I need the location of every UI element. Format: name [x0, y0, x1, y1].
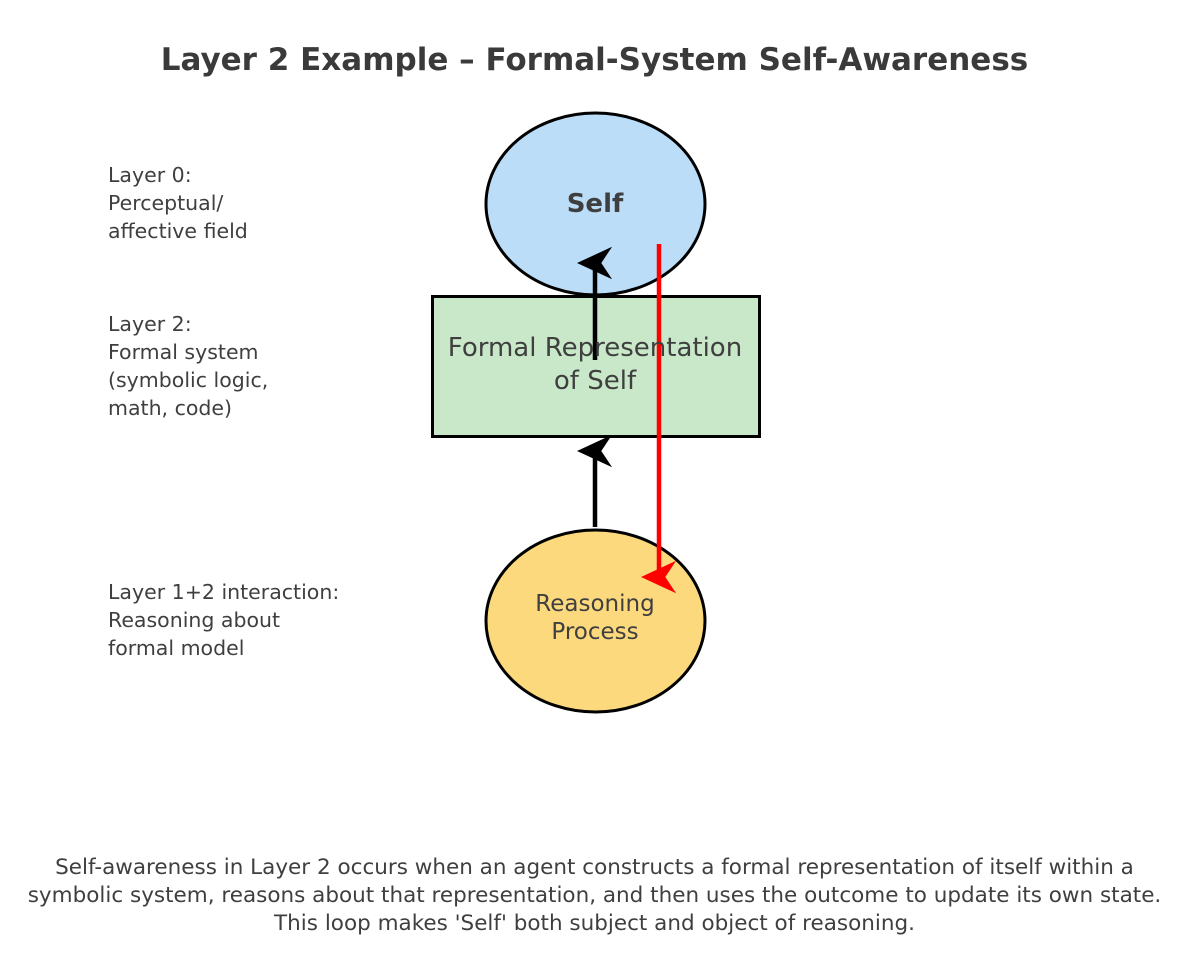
- page-title: Layer 2 Example – Formal-System Self-Awa…: [160, 42, 1029, 78]
- side-label-layer12: Layer 1+2 interaction: Reasoning about f…: [108, 580, 340, 660]
- side-label-layer0: Layer 0: Perceptual/ affective field: [108, 163, 248, 243]
- diagram-caption: Self-awareness in Layer 2 occurs when an…: [27, 855, 1162, 936]
- node-reasoning-process[interactable]: [484, 528, 707, 714]
- side-label-layer2: Layer 2: Formal system (symbolic logic, …: [108, 312, 269, 420]
